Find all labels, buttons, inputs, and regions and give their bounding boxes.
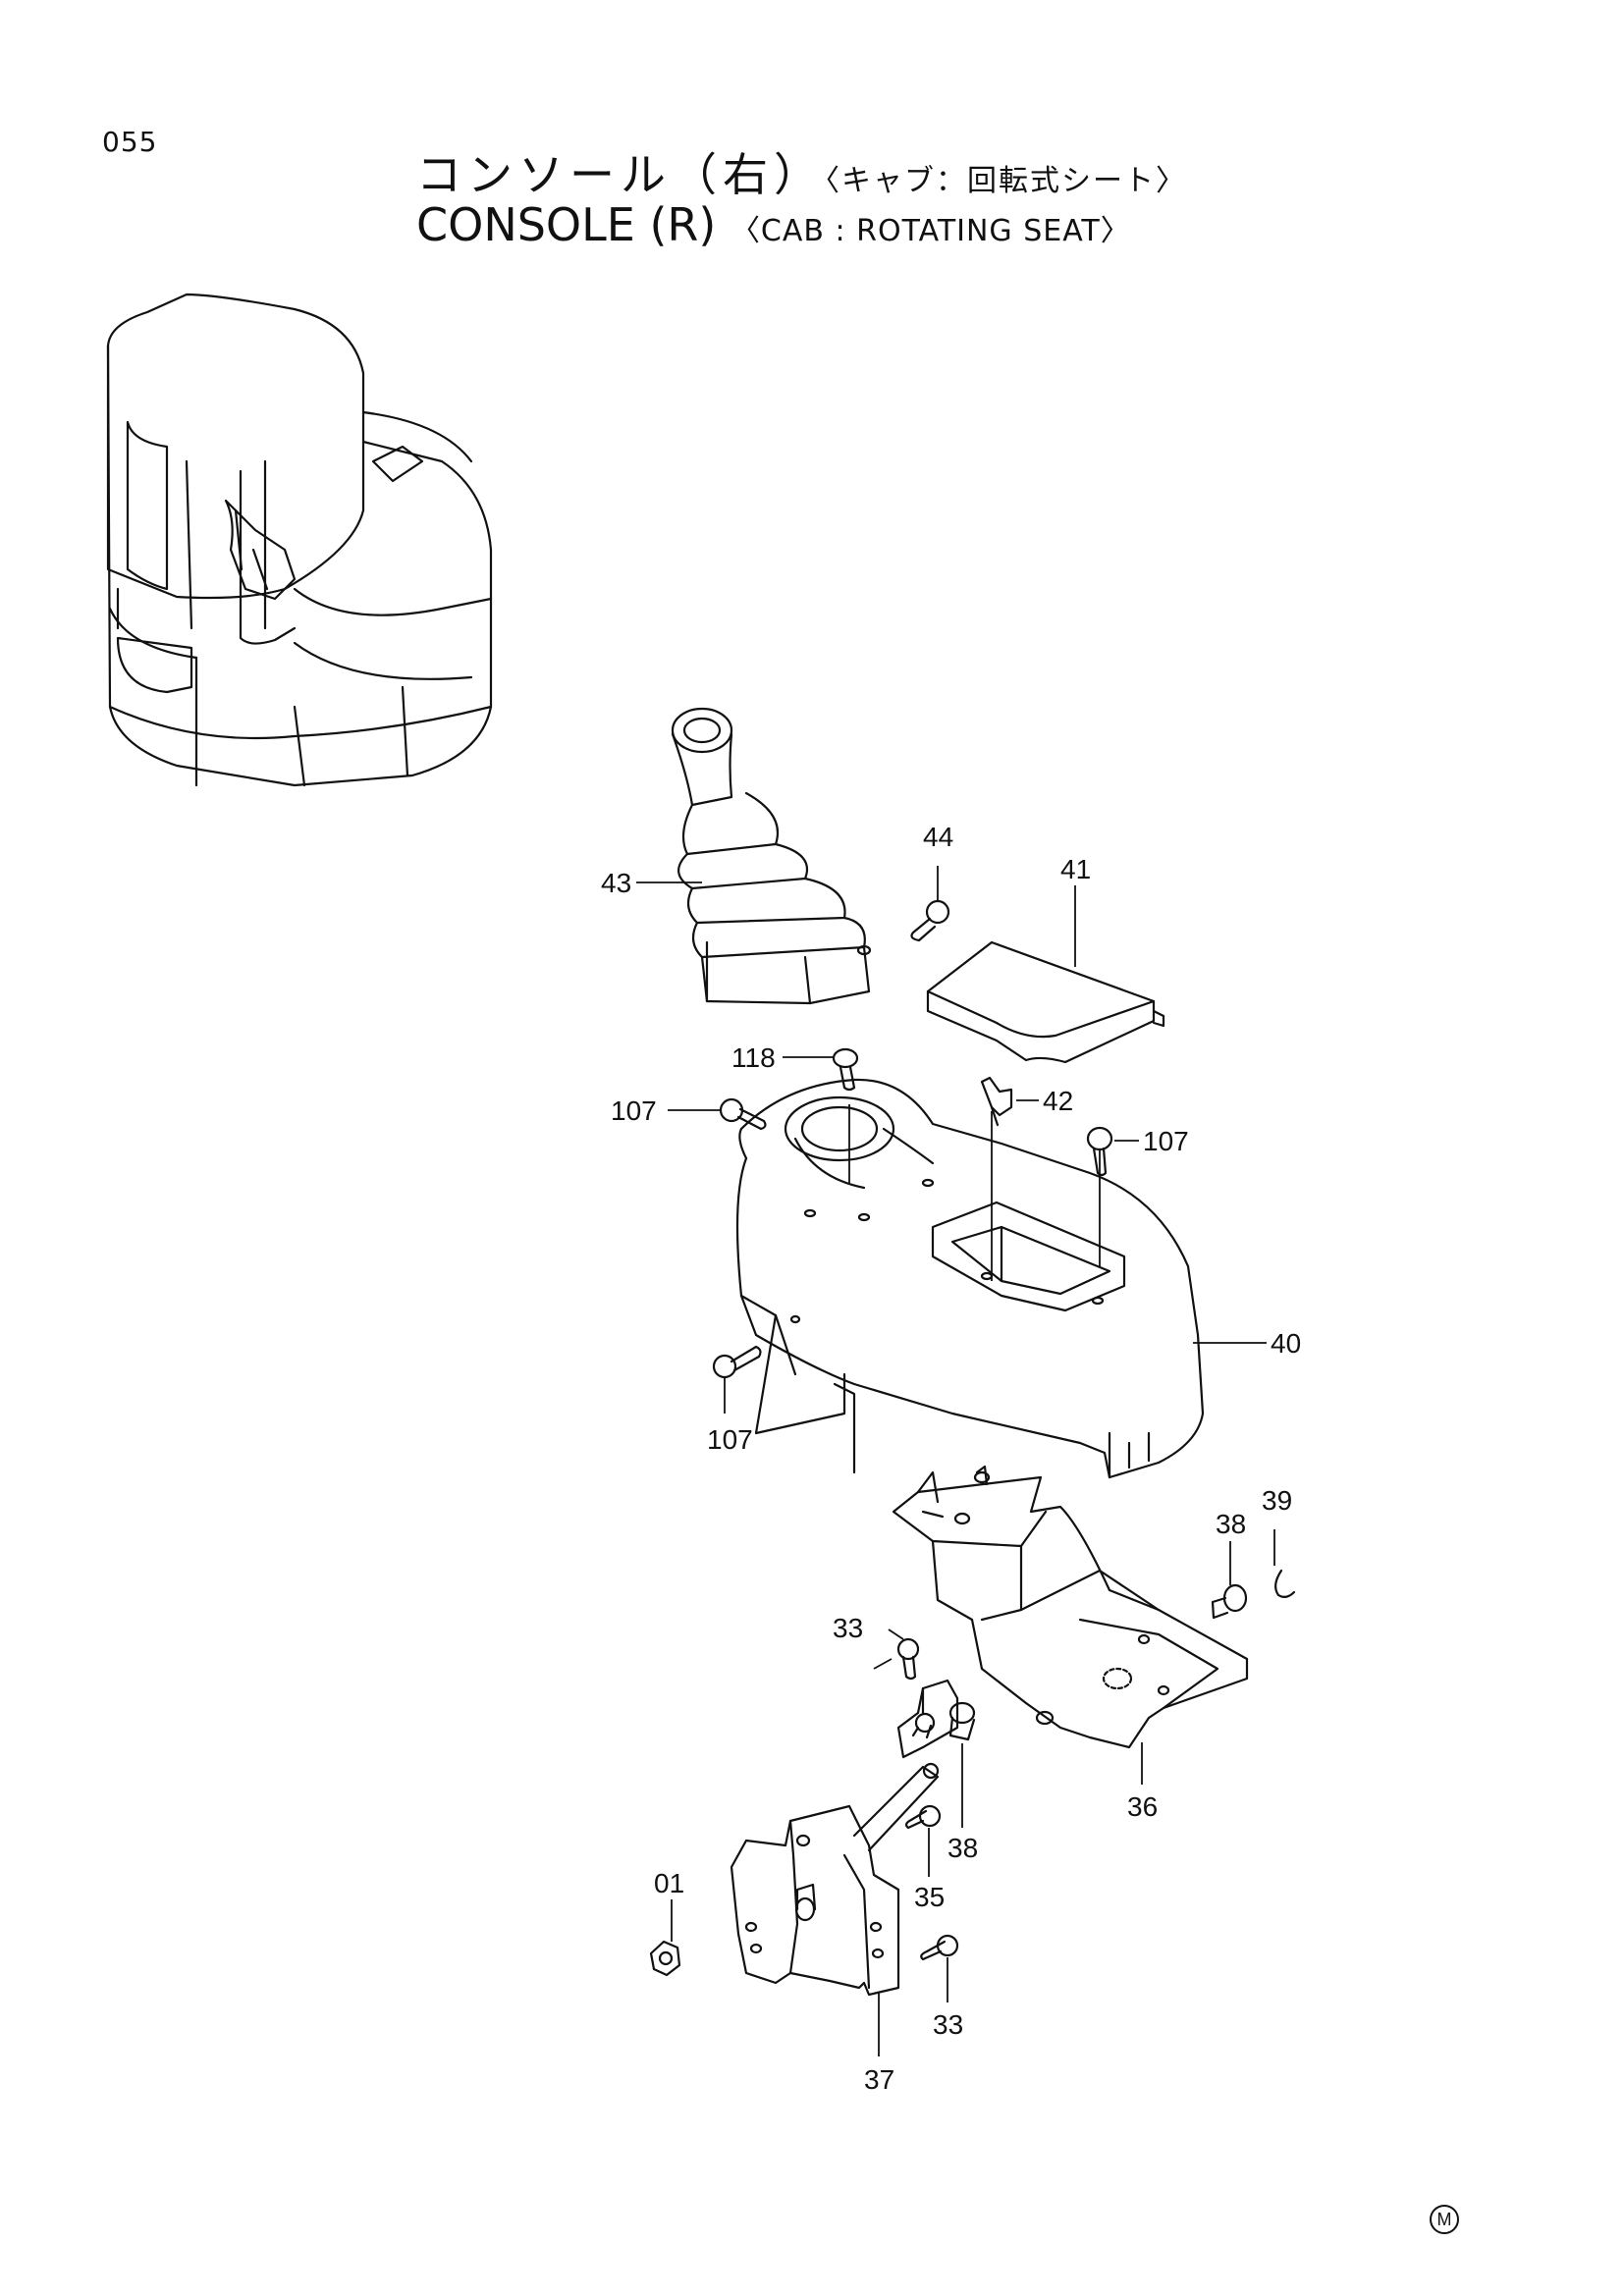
callout-33-a: 33 bbox=[833, 1613, 863, 1643]
part-01-nut bbox=[649, 1940, 681, 1977]
title-japanese-sub: 〈キャブ：回転式シート〉 bbox=[825, 164, 1187, 198]
title-japanese-main: コンソール（右） bbox=[416, 148, 825, 201]
title-english: CONSOLE (R) 〈CAB : ROTATING SEAT〉 bbox=[416, 198, 1131, 251]
callout-35: 35 bbox=[914, 1882, 945, 1912]
callout-37: 37 bbox=[864, 2064, 894, 2095]
callout-01: 01 bbox=[654, 1868, 684, 1898]
part-107-screw-upper-right bbox=[1086, 1126, 1113, 1177]
callout-41: 41 bbox=[1060, 854, 1091, 884]
callout-107-b: 107 bbox=[1143, 1126, 1189, 1156]
part-43-boot bbox=[671, 707, 872, 1005]
part-35-bolt bbox=[904, 1804, 942, 1830]
part-40-console bbox=[735, 1078, 1205, 1479]
callout-38-b: 38 bbox=[947, 1833, 978, 1863]
part-107-screw-left bbox=[712, 1345, 762, 1379]
title-japanese: コンソール（右）〈キャブ：回転式シート〉 bbox=[416, 139, 1187, 204]
leader-lines bbox=[636, 866, 1275, 2056]
part-42-clip bbox=[980, 1076, 1013, 1127]
part-44-bolt bbox=[910, 899, 950, 942]
part-41-cover bbox=[926, 940, 1165, 1064]
part-38-bushing-upper bbox=[1211, 1583, 1248, 1620]
title-english-main: CONSOLE (R) bbox=[416, 198, 717, 251]
cab-overview-illustration bbox=[106, 293, 493, 787]
part-33-bolt-upper bbox=[896, 1637, 936, 1739]
callout-38-a: 38 bbox=[1216, 1509, 1246, 1539]
callout-107-c: 107 bbox=[707, 1424, 753, 1455]
part-118-screw bbox=[832, 1047, 859, 1092]
callout-39: 39 bbox=[1262, 1485, 1292, 1516]
callout-43: 43 bbox=[601, 868, 631, 898]
title-english-sub: 〈CAB : ROTATING SEAT〉 bbox=[730, 214, 1131, 248]
m-mark-symbol: M bbox=[1430, 2205, 1459, 2234]
part-37-mount-plate bbox=[730, 1762, 940, 1997]
callout-labels: 43 44 41 118 107 42 107 40 107 39 38 33 … bbox=[601, 822, 1301, 2095]
callout-107-a: 107 bbox=[611, 1095, 657, 1126]
part-33-bolt-lower bbox=[920, 1934, 959, 1961]
callout-40: 40 bbox=[1271, 1328, 1301, 1359]
part-39-snap-ring bbox=[1274, 1569, 1296, 1599]
callout-33-b: 33 bbox=[933, 2009, 963, 2040]
callout-44: 44 bbox=[923, 822, 953, 852]
callout-118: 118 bbox=[731, 1042, 776, 1073]
callout-42: 42 bbox=[1043, 1086, 1073, 1116]
callout-36: 36 bbox=[1127, 1791, 1158, 1822]
part-38-bushing-lower bbox=[948, 1701, 976, 1741]
page-number: 055 bbox=[102, 126, 158, 158]
part-36-bracket bbox=[892, 1465, 1249, 1759]
part-107-screw-upper-left bbox=[719, 1097, 767, 1131]
